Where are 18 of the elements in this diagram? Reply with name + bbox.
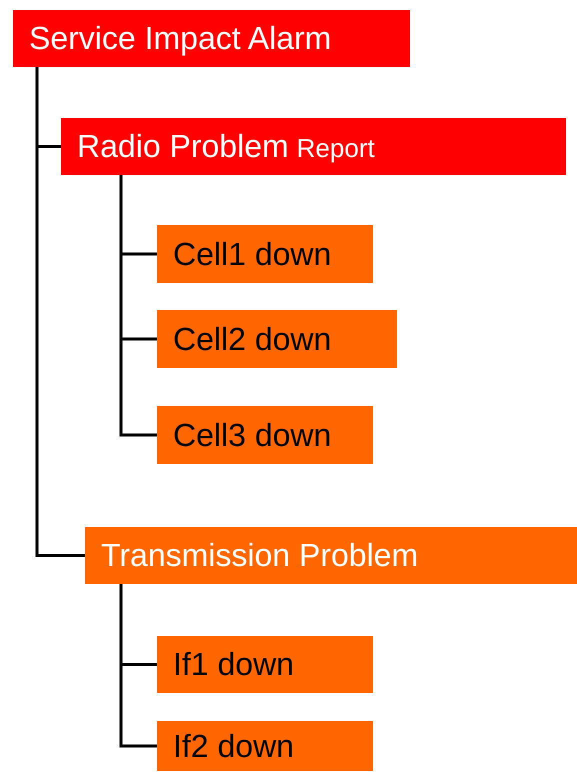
node-label: If2 down	[173, 728, 294, 764]
node-box	[157, 636, 373, 693]
node-label: Cell2 down	[173, 320, 332, 358]
node-box	[157, 225, 373, 283]
node-box	[85, 527, 577, 584]
node-label: Cell1 down	[173, 236, 332, 272]
node-label: Report	[296, 132, 375, 164]
node-label: Cell3 down	[173, 416, 332, 454]
node-box	[13, 10, 410, 67]
node-label: Transmission Problem	[101, 537, 418, 574]
node-box	[157, 406, 373, 464]
node-label: If1 down	[173, 646, 294, 683]
node-label: Radio Problem	[77, 128, 289, 165]
node-label: Service Impact Alarm	[29, 20, 332, 57]
connector-line	[120, 175, 157, 436]
node-box	[157, 310, 397, 368]
node-box	[157, 721, 373, 771]
node-box	[61, 118, 566, 175]
